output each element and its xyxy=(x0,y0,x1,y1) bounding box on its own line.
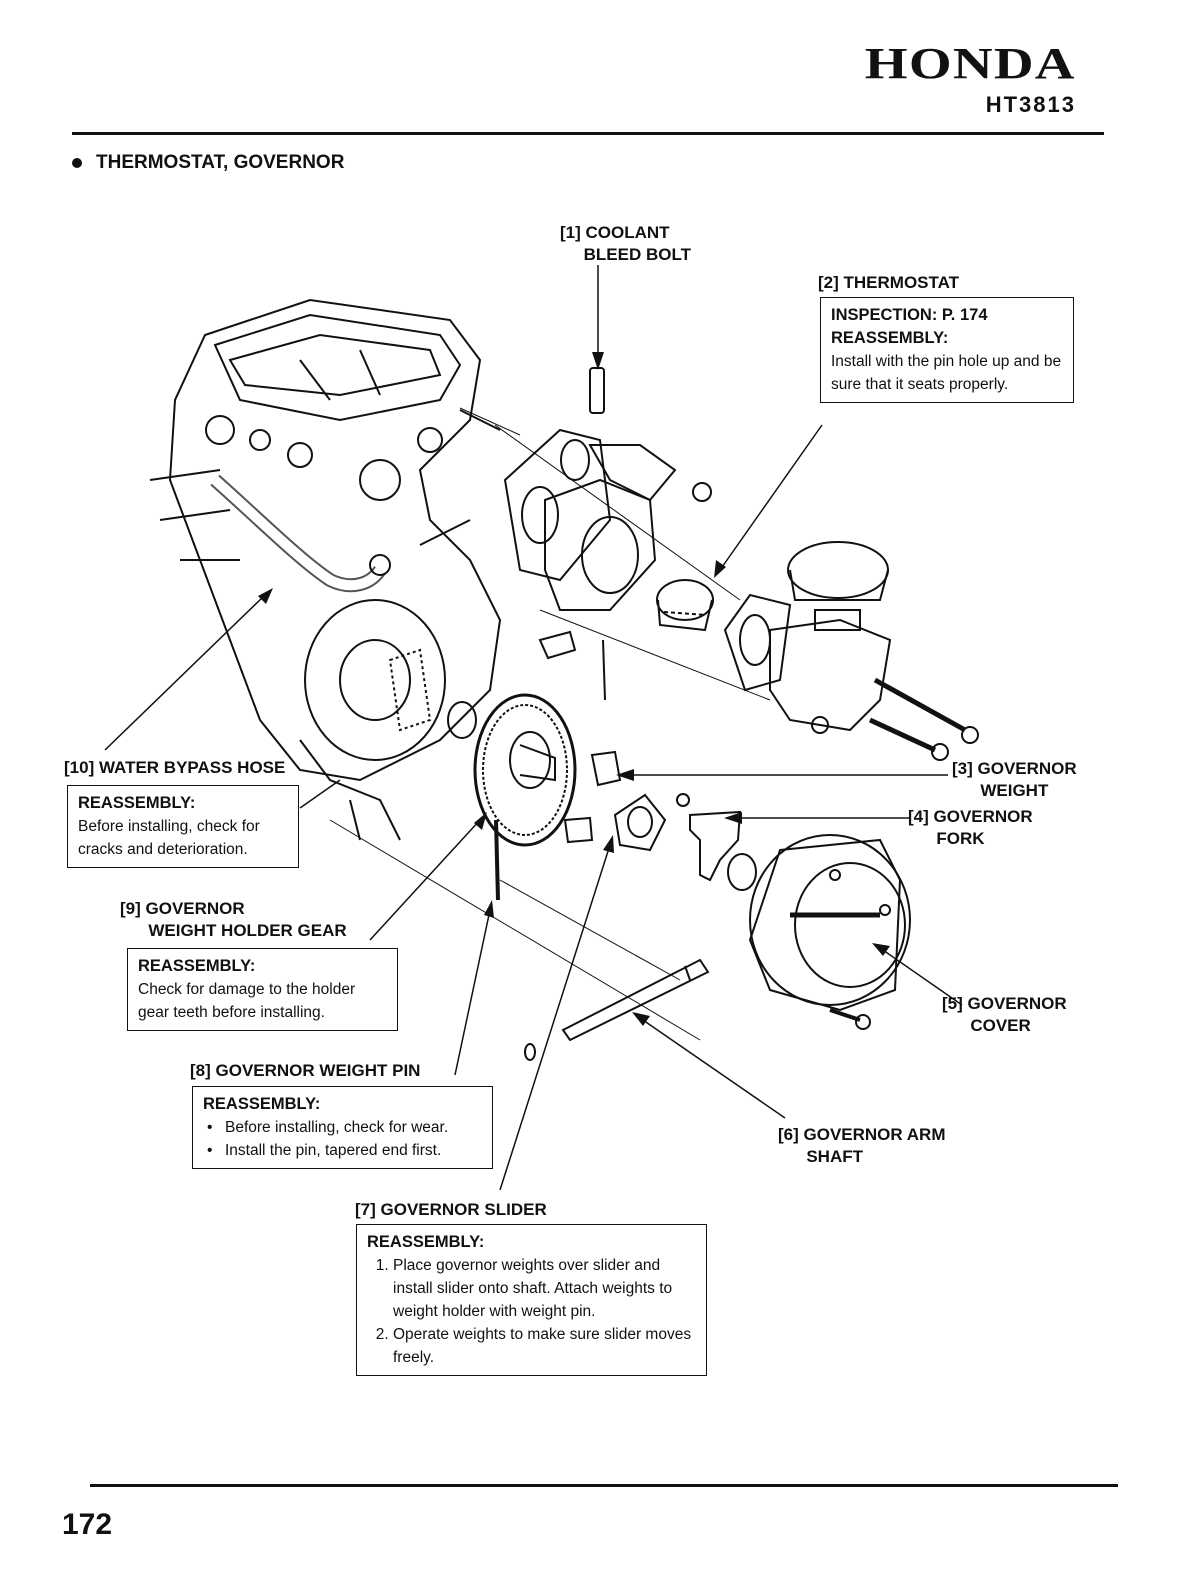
thermostat-reassembly-heading: REASSEMBLY: xyxy=(831,329,949,347)
thermostat-reassembly-text: Install with the pin hole up and be sure… xyxy=(831,353,1062,393)
thermostat-note-box: INSPECTION: P. 174 REASSEMBLY: Install w… xyxy=(820,297,1074,403)
weight-pin-reassembly-list: Before installing, check for wear. Insta… xyxy=(203,1116,482,1162)
gear-reassembly-heading: REASSEMBLY: xyxy=(138,957,256,975)
header-rule xyxy=(72,132,1104,135)
model-number: HT3813 xyxy=(985,92,1076,117)
hose-reassembly-heading: REASSEMBLY: xyxy=(78,794,196,812)
alignment-lines xyxy=(329,407,771,1041)
slider-step-1: Place governor weights over slider and i… xyxy=(393,1254,696,1323)
governor-cover-drawing xyxy=(748,834,911,1030)
leader-lines xyxy=(104,265,963,1191)
slider-step-2: Operate weights to make sure slider move… xyxy=(393,1323,696,1369)
slider-reassembly-steps: Place governor weights over slider and i… xyxy=(367,1254,696,1369)
weight-pin-item-2: Install the pin, tapered end first. xyxy=(207,1139,482,1162)
thermostat-drawing xyxy=(656,579,714,632)
o-ring-drawing xyxy=(524,1043,536,1061)
governor-slider-fork-drawing xyxy=(613,793,757,891)
bullet-icon xyxy=(72,157,82,168)
governor-arm-shaft-drawing xyxy=(561,958,710,1042)
callout-water-bypass-hose: [10] WATER BYPASS HOSE xyxy=(64,757,286,779)
slider-reassembly-heading: REASSEMBLY: xyxy=(367,1233,485,1251)
water-bypass-hose-note-box: REASSEMBLY: Before installing, check for… xyxy=(67,785,299,868)
thermostat-housing-drawing xyxy=(503,367,712,701)
section-title-text: THERMOSTAT, GOVERNOR xyxy=(96,152,345,173)
callout-governor-weight-holder-gear: [9] GOVERNOR WEIGHT HOLDER GEAR xyxy=(120,899,347,940)
callout-governor-weight-pin: [8] GOVERNOR WEIGHT PIN xyxy=(190,1061,421,1080)
callout-governor-fork: [4] GOVERNOR FORK xyxy=(908,807,1033,848)
section-title: THERMOSTAT, GOVERNOR xyxy=(72,152,344,174)
page-number: 172 xyxy=(62,1508,113,1541)
callout-governor-weight: [3] GOVERNOR WEIGHT xyxy=(952,759,1077,800)
hose-reassembly-text: Before installing, check for cracks and … xyxy=(78,818,260,858)
engine-head-drawing xyxy=(149,298,502,841)
callout-governor-cover: [5] GOVERNOR COVER xyxy=(942,994,1067,1035)
callout-thermostat: [2] THERMOSTAT xyxy=(818,273,960,292)
weight-pin-item-1: Before installing, check for wear. xyxy=(207,1116,482,1139)
gear-reassembly-text: Check for damage to the holder gear teet… xyxy=(138,981,356,1021)
governor-slider-note-box: REASSEMBLY: Place governor weights over … xyxy=(356,1224,707,1376)
callout-governor-slider: [7] GOVERNOR SLIDER xyxy=(355,1200,547,1219)
brand-logo: HONDA xyxy=(865,39,1076,88)
footer-rule xyxy=(90,1484,1118,1487)
governor-gear-drawing xyxy=(447,693,622,901)
weight-holder-gear-note-box: REASSEMBLY: Check for damage to the hold… xyxy=(127,948,398,1031)
weight-pin-note-box: REASSEMBLY: Before installing, check for… xyxy=(192,1086,493,1169)
weight-pin-reassembly-heading: REASSEMBLY: xyxy=(203,1095,321,1113)
callout-governor-arm-shaft: [6] GOVERNOR ARM SHAFT xyxy=(778,1125,946,1166)
callout-coolant-bleed-bolt: [1] COOLANT BLEED BOLT xyxy=(560,223,691,264)
arrowheads xyxy=(258,352,890,1026)
thermostat-inspection-ref: INSPECTION: P. 174 xyxy=(831,306,988,324)
thermostat-cover-drawing xyxy=(723,541,979,761)
